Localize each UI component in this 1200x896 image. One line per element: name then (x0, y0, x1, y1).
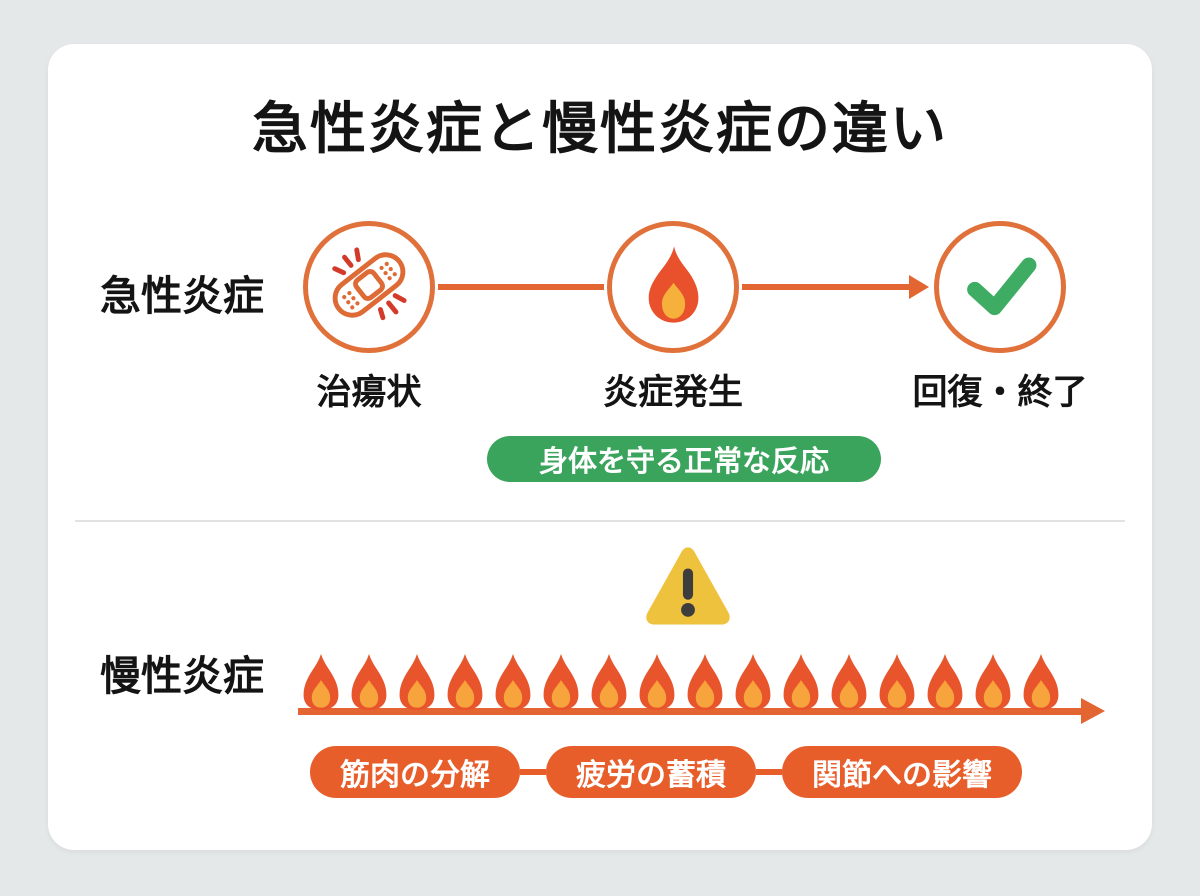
check-icon (955, 240, 1045, 335)
connector-line (438, 284, 604, 290)
flame-icon (779, 652, 823, 712)
badge-connector (520, 769, 546, 775)
step-circle-healing (303, 221, 435, 353)
warning-icon (642, 542, 734, 628)
chronic-section-label: 慢性炎症 (100, 653, 264, 699)
step-circle-inflammation (607, 221, 739, 353)
flame-icon (635, 652, 679, 712)
flame-icon (491, 652, 535, 712)
effect-badge-fatigue: 疲労の蓄積 (546, 746, 756, 798)
flame-icon (827, 652, 871, 712)
effect-badge-joint: 関節への影響 (782, 746, 1022, 798)
flame-icon (971, 652, 1015, 712)
connector-arrow (742, 275, 929, 299)
step-circle-recovery (934, 221, 1066, 353)
acute-summary-badge: 身体を守る正常な反応 (487, 436, 881, 482)
step-label-recovery: 回復・終了 (912, 373, 1088, 412)
chronic-effects-row: 筋肉の分解 疲労の蓄積 関節への影響 (310, 746, 1022, 798)
chronic-timeline-arrow (298, 698, 1105, 724)
flame-icon (731, 652, 775, 712)
step-label-healing: 治瘍状 (316, 373, 422, 412)
effect-badge-muscle: 筋肉の分解 (310, 746, 520, 798)
bandage-icon (320, 236, 418, 339)
acute-section-label: 急性炎症 (100, 273, 264, 319)
flame-icon (587, 652, 631, 712)
page-title: 急性炎症と慢性炎症の違い (252, 97, 948, 160)
flame-icon (683, 652, 727, 712)
flame-icon (923, 652, 967, 712)
flame-icon (875, 652, 919, 712)
flame-row (299, 648, 1063, 712)
infographic-card: 急性炎症と慢性炎症の違い 急性炎症 (48, 44, 1152, 850)
flame-icon (636, 243, 710, 332)
badge-connector (756, 769, 782, 775)
flame-icon (1019, 652, 1063, 712)
section-divider (75, 520, 1125, 522)
flame-icon (347, 652, 391, 712)
flame-icon (443, 652, 487, 712)
flame-icon (395, 652, 439, 712)
step-label-inflammation: 炎症発生 (602, 373, 743, 412)
flame-icon (539, 652, 583, 712)
flame-icon (299, 652, 343, 712)
